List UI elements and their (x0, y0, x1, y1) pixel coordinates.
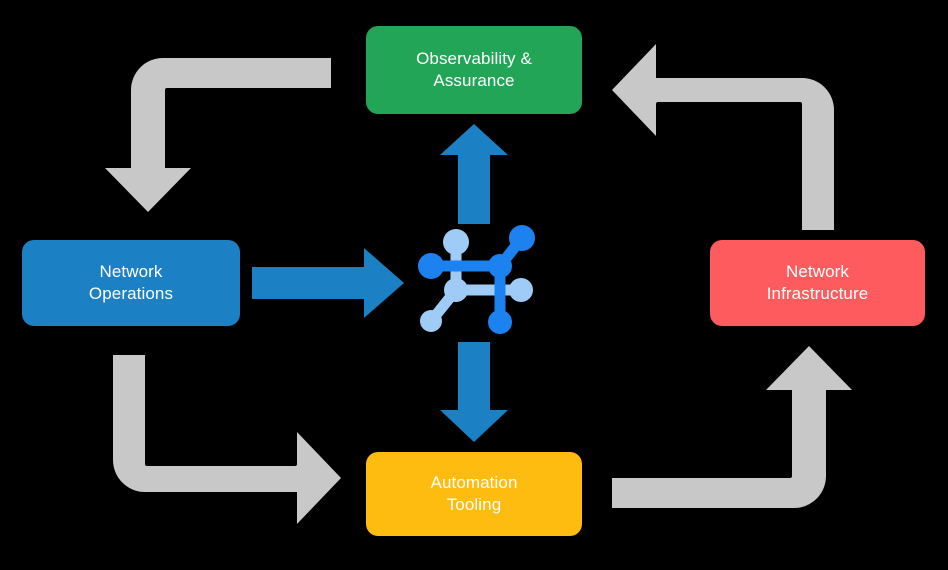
gray-arrow-infrastructure-to-observability (612, 44, 834, 230)
node-infrastructure-label-line2: Infrastructure (766, 284, 869, 303)
node-infrastructure[interactable]: Network Infrastructure (710, 240, 925, 326)
blue-arrow-operations-to-center (252, 248, 404, 318)
network-graph-light-nodes (420, 229, 533, 332)
gray-arrow-automation-to-infrastructure-shape (612, 346, 852, 508)
node-observability-label-line1: Observability & (416, 48, 532, 68)
blue-arrow-center-to-automation (440, 342, 508, 442)
node-operations-label-line2: Operations (88, 284, 174, 303)
gray-arrow-observability-to-operations-shape (105, 58, 331, 212)
node-automation-label-line1: Automation (430, 472, 518, 492)
network-graph-dark-nodes (418, 225, 535, 334)
blue-arrow-center-to-observability (440, 124, 508, 224)
gray-arrow-operations-to-automation (113, 355, 341, 524)
node-automation-label-line2: Tooling (446, 495, 502, 514)
node-operations[interactable]: Network Operations (22, 240, 240, 326)
node-operations-label-line1: Network (99, 261, 163, 281)
node-infrastructure-label-line1: Network (785, 261, 850, 281)
node-observability-label-line2: Assurance (433, 71, 515, 90)
node-automation[interactable]: Automation Tooling (366, 452, 582, 536)
node-observability[interactable]: Observability & Assurance (366, 26, 582, 114)
